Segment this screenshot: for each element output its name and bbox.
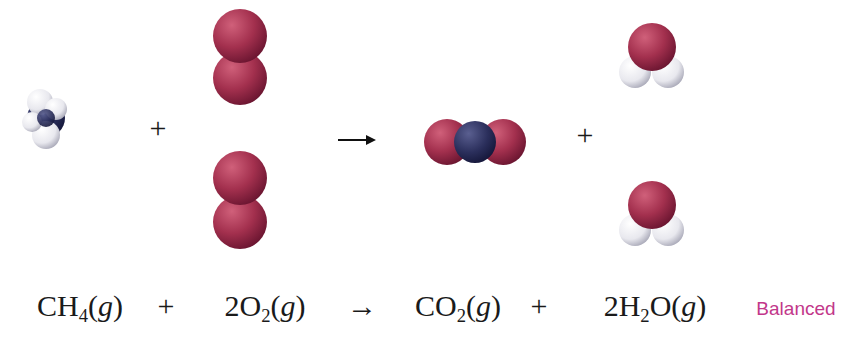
- formula: 2O2(g): [225, 291, 306, 321]
- plus-sign: +: [577, 120, 594, 150]
- water-molecule: [619, 23, 684, 88]
- plus-sign: +: [150, 113, 167, 143]
- methane-molecule: [22, 89, 67, 149]
- water-molecule: [619, 181, 684, 246]
- carbon-dioxide-molecule: [424, 119, 526, 165]
- plus-sign: +: [158, 291, 175, 321]
- reaction-arrow: [338, 135, 376, 145]
- formula: 2H2O(g): [604, 291, 707, 321]
- oxygen-molecule: [213, 151, 267, 249]
- status-note: Balanced: [756, 299, 835, 318]
- oxygen-molecule: [213, 9, 267, 105]
- formula: CO2(g): [415, 291, 501, 321]
- plus-sign: +: [531, 291, 548, 321]
- formula: CH4(g): [37, 291, 123, 321]
- reaction-arrow-text: →: [347, 291, 377, 321]
